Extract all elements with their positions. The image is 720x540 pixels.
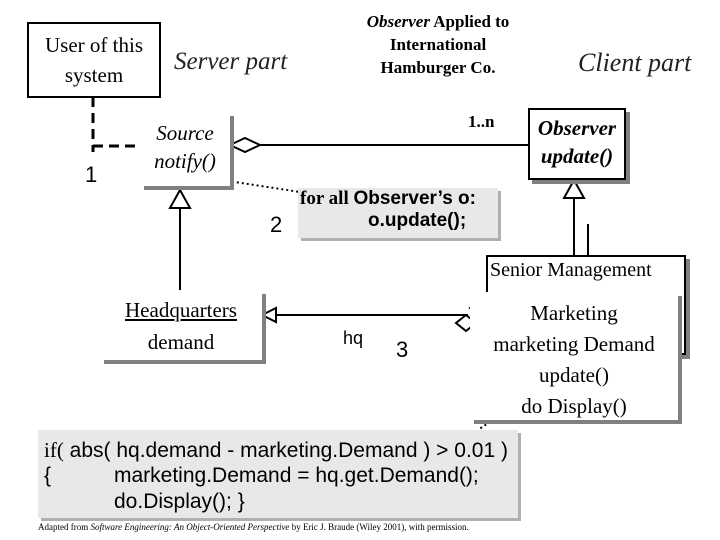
hq-association-arrow — [259, 306, 277, 324]
step-label-3: 3 — [396, 337, 409, 362]
source-generalization-triangle — [168, 187, 192, 209]
marketing-method-display: do Display() — [521, 394, 627, 418]
note-connector-notify — [221, 179, 301, 193]
headquarters-box: Headquarters demand — [100, 290, 262, 360]
user-box: User of this system — [27, 22, 161, 98]
notify-note-line-1: for all Observer’s o: — [300, 188, 476, 210]
marketing-attribute: marketing Demand — [493, 332, 655, 356]
observer-class-method: update() — [540, 144, 614, 168]
source-class-box: Source notify() — [140, 112, 230, 186]
aggregation-diamond — [227, 136, 263, 154]
notify-note-line-2: o.update(); — [368, 210, 467, 231]
notify-note-prefix: for all — [300, 188, 354, 209]
title-line-3: Hamburger Co. — [380, 58, 496, 77]
notify-note-observers: Observer’s o: — [353, 188, 476, 209]
observer-generalization-triangle — [562, 177, 586, 199]
step-label-2: 2 — [270, 212, 283, 237]
title-applied-to: Applied to — [429, 12, 510, 31]
update-code-if: if( — [44, 438, 64, 462]
observer-class-box: Observer update() — [528, 108, 626, 180]
title-line-2: International — [389, 35, 487, 54]
diagram-title: Observer Applied to International Hambur… — [338, 10, 538, 79]
marketing-method-update: update() — [539, 363, 609, 387]
attribution-book: Software Engineering: An Object-Oriented… — [90, 522, 290, 532]
attribution-text: Adapted from Software Engineering: An Ob… — [38, 522, 469, 532]
source-class-method: notify() — [154, 149, 216, 173]
update-code-line-2: { marketing.Demand = hq.get.Demand(); — [44, 464, 479, 488]
user-box-line-2: system — [64, 63, 124, 87]
multiplicity-label: 1..n — [468, 112, 495, 131]
headquarters-line-2: demand — [147, 330, 215, 354]
hq-role-label: hq — [343, 328, 364, 348]
update-code-line-1: if( abs( hq.demand - marketing.Demand ) … — [44, 438, 508, 463]
headquarters-line-1: Headquarters — [125, 298, 237, 322]
marketing-class-box: Marketing marketing Demand update() do D… — [470, 292, 678, 420]
notify-note: for all Observer’s o: o.update(); — [298, 188, 498, 238]
user-box-line-1: User of this — [45, 33, 143, 57]
update-code-line-3: do.Display(); } — [114, 490, 245, 513]
update-code-condition: abs( hq.demand - marketing.Demand ) > 0.… — [63, 439, 508, 462]
client-part-label: Client part — [578, 48, 692, 77]
source-class-name: Source — [156, 121, 214, 145]
senior-management-name: Senior Management — [490, 259, 652, 281]
marketing-class-name: Marketing — [530, 301, 618, 325]
step-label-1: 1 — [85, 162, 98, 187]
attribution-suffix: by Eric J. Braude (Wiley 2001), with per… — [289, 522, 469, 532]
update-code-assignment: marketing.Demand = hq.get.Demand(); — [114, 464, 479, 487]
title-observer-word: Observer — [366, 12, 430, 31]
update-code-open-brace: { — [44, 464, 52, 487]
title-line-1: Observer Applied to — [338, 10, 538, 33]
attribution-prefix: Adapted from — [38, 522, 91, 532]
update-code-note — [38, 430, 518, 518]
observer-class-name: Observer — [537, 116, 617, 140]
server-part-label: Server part — [174, 48, 288, 75]
